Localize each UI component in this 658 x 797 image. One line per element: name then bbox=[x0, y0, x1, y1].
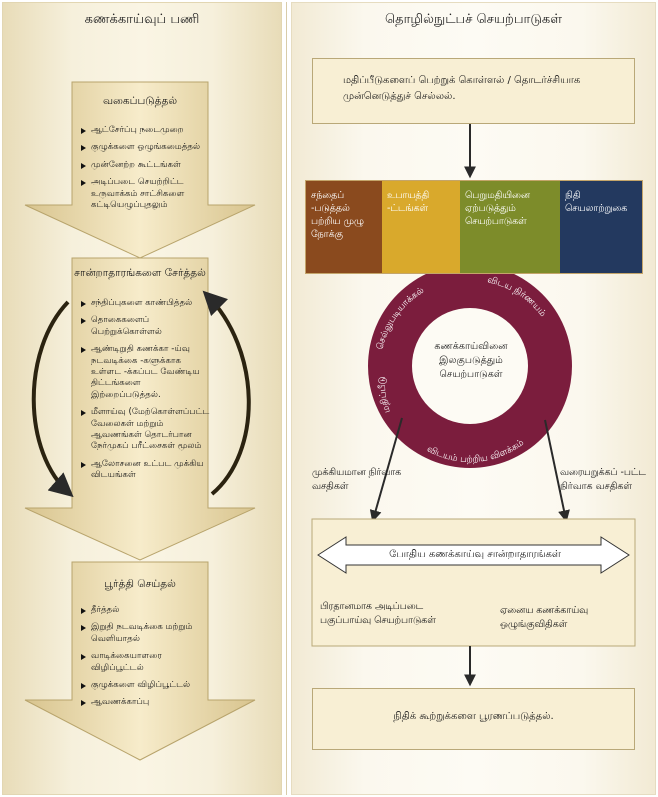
list-item: ஆண்டிறுதி கணக்கா -ய்வு நடவடிக்கை -களுக்க… bbox=[80, 344, 210, 401]
list-item: ஆட்சேர்ப்பு நடைமுறை bbox=[80, 125, 210, 136]
category-value-creation: பெறுமதியினை ஏற்படுத்தும் செயற்பாடுகள் bbox=[460, 181, 560, 273]
list-item: வாடிக்கையாளரை விழிப்பூட்டல் bbox=[80, 651, 210, 674]
cycle-arrow-left bbox=[31, 300, 74, 498]
ring-center-text: கணக்காய்வினை இலகுபடுத்தும் செயற்பாடுகள் bbox=[434, 341, 508, 380]
right-panel-title: தொழில்நுட்பச் செயற்பாடுகள் bbox=[385, 12, 562, 27]
left-branch-label: முக்கியமான நிர்வாக வசதிகள் bbox=[312, 467, 402, 492]
list-item: சந்திப்புகளை காண்பித்தல் bbox=[80, 298, 210, 309]
list-item: ஆவணக்காப்பு bbox=[80, 697, 210, 708]
top-box: மதிப்பீடுகளைப் பெற்றுக் கொள்ளல் / தொடர்ச… bbox=[312, 58, 635, 124]
list-item: தீர்த்தல் bbox=[80, 605, 210, 616]
stage1-arrow bbox=[24, 81, 256, 259]
list-item: குழுக்களை விழிப்பூட்டல் bbox=[80, 680, 210, 691]
stage2-list: சந்திப்புகளை காண்பித்தல் தொகைகளைப் பெற்ற… bbox=[80, 298, 210, 488]
panel-divider bbox=[286, 2, 287, 795]
cycle-arrow-right bbox=[202, 290, 251, 496]
evidence-double-arrow bbox=[317, 536, 630, 574]
list-item: தொகைகளைப் பெற்றுக்கொள்ளல் bbox=[80, 315, 210, 338]
final-box: நிதிக் கூற்றுக்களை பூரணப்படுத்தல். bbox=[312, 688, 635, 750]
category-strategy: உபாயத்தி -ட்டங்கள் bbox=[382, 181, 460, 273]
arrow-right-branch bbox=[544, 419, 570, 523]
other-audit-label: ஏனைய கணக்காய்வு ஒழுங்குவிதிகள் bbox=[500, 605, 589, 630]
list-item: அடிப்படை செயற்றிட்ட உருவாக்கம் சாட்சிகளை… bbox=[80, 177, 210, 211]
list-item: மீளாய்வு (மேற்கொள்ளப்பட்ட வேலைகள் மற்றும… bbox=[80, 407, 210, 453]
stage1-heading: வகைப்படுத்தல் bbox=[102, 95, 178, 107]
list-item: குழுக்களை ஒழுங்கமைத்தல் bbox=[80, 142, 210, 153]
evidence-box bbox=[311, 518, 636, 647]
right-branch-label: வரையறுக்கப் -பட்ட நிர்வாக வசதிகள் bbox=[560, 467, 646, 492]
category-finance: நிதி செயலாற்றுகை bbox=[560, 181, 642, 273]
stage3-list: தீர்த்தல் இறுதி நடவடிக்கை மற்றும் வெளியா… bbox=[80, 605, 210, 715]
list-item: முன்னேற்ற கூட்டங்கள் bbox=[80, 160, 210, 171]
list-item: இறுதி நடவடிக்கை மற்றும் வெளியாதல் bbox=[80, 622, 210, 645]
stage1-list: ஆட்சேர்ப்பு நடைமுறை குழுக்களை ஒழுங்கமைத்… bbox=[80, 125, 210, 217]
category-marketing: சந்தைப் -படுத்தல் பற்றிய முழு நோக்கு bbox=[306, 181, 382, 273]
ring-inner bbox=[412, 308, 528, 424]
left-panel-title: கணக்காய்வுப் பணி bbox=[84, 12, 200, 27]
evidence-label: போதிய கணக்காய்வு சான்றாதாரங்கள் bbox=[389, 549, 561, 560]
basic-analysis-label: பிரதானமாக அடிப்படை பகுப்பாய்வு செயற்பாடு… bbox=[320, 601, 436, 626]
stage3-heading: பூர்த்தி செய்தல் bbox=[104, 578, 176, 590]
stage2-heading: சான்றாதாரங்களை சேர்த்தல் bbox=[74, 267, 206, 279]
list-item: ஆலோசனை உட்பட முக்கிய விடயங்கள் bbox=[80, 459, 210, 482]
arrow-left-branch bbox=[369, 417, 403, 523]
